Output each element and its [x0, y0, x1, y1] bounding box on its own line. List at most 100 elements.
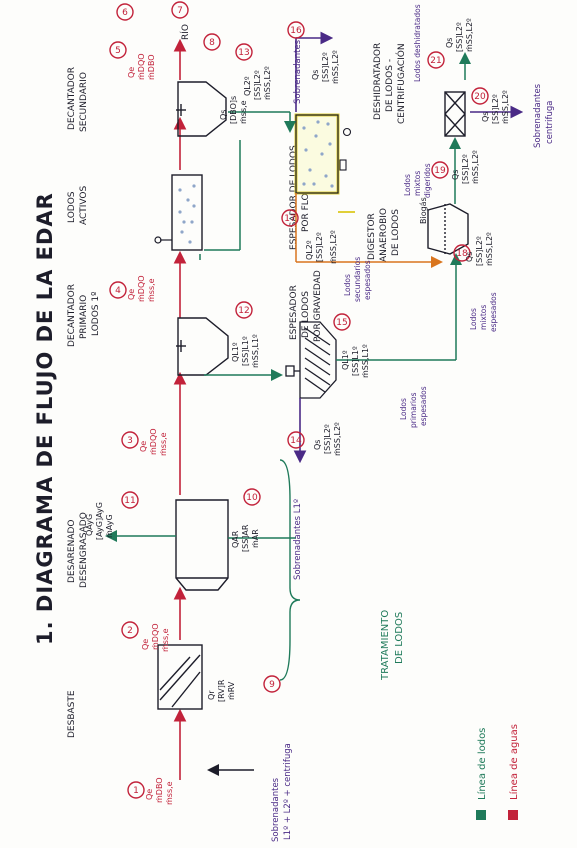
legend-lodos: Línea de lodos — [476, 728, 488, 800]
label-lodos-mixtos-3: espesados — [489, 292, 498, 332]
label-lodos-primarios: Lodos — [399, 398, 408, 420]
stage-lodos-activos-2: ACTIVOS — [79, 185, 89, 225]
label-mssl2-16: ṁSS,L2º — [331, 50, 340, 84]
label-qe-5: Qe — [127, 67, 136, 78]
label-ssl2-21: [SS]L2º — [455, 22, 464, 52]
stage-decantador-secundario-2: SECUNDARIO — [79, 72, 89, 132]
label-lodos-secundarios-2: secundarios — [353, 257, 362, 302]
label-sobrenadantes-inlet-2: L1º + L2º + centrifuga — [283, 743, 293, 840]
label-ssl1: [SS]L1º — [241, 336, 250, 366]
label-rio: RÍO — [179, 24, 191, 40]
svg-text:1: 1 — [133, 786, 139, 796]
stage-digestor-3: DE LODOS — [391, 209, 401, 256]
espesador-flotacion-unit — [294, 113, 352, 195]
label-msse-3: ṁss,e — [159, 432, 168, 456]
point-1: 1 — [127, 781, 145, 799]
point-16: 16 — [287, 21, 305, 39]
stage-espesador-gravedad-3: POR GRAVEDAD — [313, 270, 323, 342]
label-sobrenadantes-top: Sobrenadantes — [293, 39, 303, 104]
svg-text:5: 5 — [115, 46, 121, 56]
label-ssl2-14: [SS]L2º — [323, 424, 332, 454]
label-ql1-15: QL1º — [341, 350, 350, 370]
label-mrv: ṁRV — [227, 681, 236, 700]
label-ssl2-19: [SS]L2º — [461, 154, 470, 184]
svg-text:19: 19 — [434, 166, 446, 176]
label-msse-2: ṁss,e — [161, 628, 170, 652]
svg-text:2: 2 — [127, 626, 133, 636]
svg-text:18: 18 — [456, 249, 468, 259]
label-mayg: ṁAyG — [105, 514, 114, 538]
point-10: 10 — [243, 488, 261, 506]
label-ssl2-18: [SS]L2º — [475, 236, 484, 266]
lodos-secundarios-line — [295, 193, 443, 268]
stage-deshidratador-3: CENTRIFUGACIÓN — [395, 43, 407, 124]
point-21: 21 — [427, 51, 445, 69]
label-qe-3: Qe — [139, 441, 148, 452]
decantador-secundario-unit — [176, 81, 227, 137]
label-biogas: Biogás — [419, 197, 428, 224]
centrifuga-unit — [444, 91, 466, 137]
label-mdbo-1: ṁDBO — [155, 777, 164, 803]
point-13: 13 — [235, 43, 253, 61]
point-6: 6 — [116, 3, 134, 21]
label-mssl2: ṁSS,L2º — [329, 230, 338, 264]
lodos-line — [105, 52, 471, 542]
stage-espesador-gravedad-2: DE LODOS — [301, 291, 311, 338]
label-rv: [RV]R — [217, 679, 226, 702]
point-15: 15 — [333, 313, 351, 331]
diagram-title: 1. DIAGRAMA DE FLUJO DE LA EDAR — [33, 192, 57, 645]
label-mdqo-4: ṁDQO — [137, 275, 146, 302]
label-tratamiento: TRATAMIENTO — [380, 610, 391, 681]
stage-desarenado: DESARENADO — [67, 520, 77, 584]
label-qs-18: Qs — [465, 252, 474, 262]
label-mssl2-13: ṁSS,L2º — [263, 66, 272, 100]
point-20: 20 — [471, 87, 489, 105]
label-mdqo-3: ṁDQO — [149, 428, 158, 455]
svg-text:20: 20 — [474, 92, 486, 102]
label-qs-19: Qs — [451, 170, 460, 180]
legend-swatch-lodos — [476, 810, 486, 820]
stage-lodos-activos: LODOS — [67, 191, 77, 223]
label-ql1: QL1º — [231, 342, 240, 362]
svg-text:8: 8 — [209, 38, 215, 48]
point-18: 18 — [453, 244, 471, 262]
label-sobrenadantes-cent-2: centrifuga — [545, 101, 555, 144]
label-ayg: [AyG]AyG — [95, 502, 104, 540]
label-sobrenadantes-l1: Sobrenadantes L1º — [293, 499, 303, 580]
label-qr: Qr — [207, 690, 216, 700]
label-ssl2-20: [SS]L2º — [491, 94, 500, 124]
stage-decantador-primario-3: LODOS 1º — [91, 292, 101, 336]
desbaste-unit — [157, 644, 203, 710]
label-lodos-mixtos-2: mixtos — [479, 305, 488, 330]
stage-decantador-primario-2: PRIMARIO — [79, 295, 89, 339]
desarenado-unit — [175, 499, 229, 591]
label-qe-4: Qe — [127, 289, 136, 300]
label-qs: Qs — [219, 110, 228, 120]
label-ssl2-13: [SS]L2º — [253, 70, 262, 100]
point-9: 9 — [263, 675, 281, 693]
label-ql2-13: QL2º — [243, 76, 252, 96]
label-mdqo-5: ṁDQO — [137, 53, 146, 80]
legend-aguas: Línea de aguas — [508, 724, 520, 800]
label-lodos-primarios-3: espesados — [419, 386, 428, 426]
svg-text:11: 11 — [124, 496, 135, 506]
legend: Línea de lodos Línea de aguas — [476, 724, 520, 820]
point-5: 5 — [109, 41, 127, 59]
digestor-unit — [427, 203, 469, 255]
label-qs-21: Qs — [445, 38, 454, 48]
label-lodos-secundarios: Lodos — [343, 274, 352, 296]
label-mssl2-20: ṁSS,L2º — [501, 90, 510, 124]
label-lodos-mixtos-dig: Lodos — [403, 174, 412, 196]
label-qayg: QAyG — [85, 514, 94, 536]
stage-deshidratador-2: DE LODOS - — [385, 59, 395, 112]
label-sobrenadantes-cent: Sobrenadantes — [533, 83, 543, 148]
label-qe-1: Qe — [145, 789, 154, 800]
svg-text:6: 6 — [122, 8, 128, 18]
stage-digestor-2: ANAEROBIO — [379, 208, 389, 262]
label-ssl2-16: [SS]L2º — [321, 52, 330, 82]
label-mssl1: ṁSS,L1º — [251, 334, 260, 368]
point-8: 8 — [203, 33, 221, 51]
point-17: 17 — [281, 209, 299, 227]
point-14: 14 — [287, 431, 305, 449]
